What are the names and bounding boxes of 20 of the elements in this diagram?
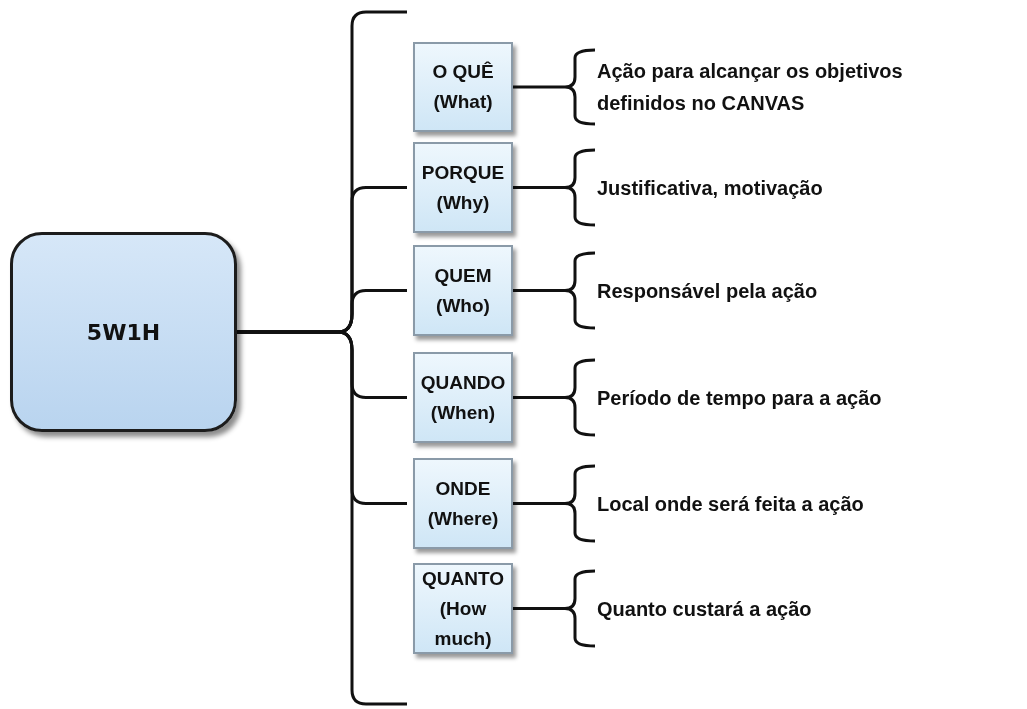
question-box xyxy=(413,142,513,233)
question-box xyxy=(413,352,513,443)
description-text: Responsável pela ação xyxy=(597,278,818,304)
topic-label: 5W1H xyxy=(86,319,161,345)
question-label: QUANTO (How much) xyxy=(421,566,505,651)
question-label: QUANDO (When) xyxy=(419,370,507,425)
question-box xyxy=(413,245,513,336)
description-text: Justificativa, motivação xyxy=(597,175,823,201)
question-box xyxy=(413,42,513,132)
question-label: ONDE (Where) xyxy=(426,476,500,531)
question-box xyxy=(413,563,513,654)
question-label: PORQUE (Why) xyxy=(420,160,506,215)
question-label: O QUÊ (What) xyxy=(431,60,495,114)
description-text: Período de tempo para a ação xyxy=(597,385,882,411)
description-text: Ação para alcançar os objetivos definidos no CANVAS xyxy=(597,59,904,116)
question-label: QUEM (Who) xyxy=(433,263,493,318)
description-text: Local onde será feita a ação xyxy=(597,491,864,517)
question-box xyxy=(413,458,513,549)
description-text: Quanto custará a ação xyxy=(597,596,812,622)
topic-box xyxy=(10,232,237,432)
